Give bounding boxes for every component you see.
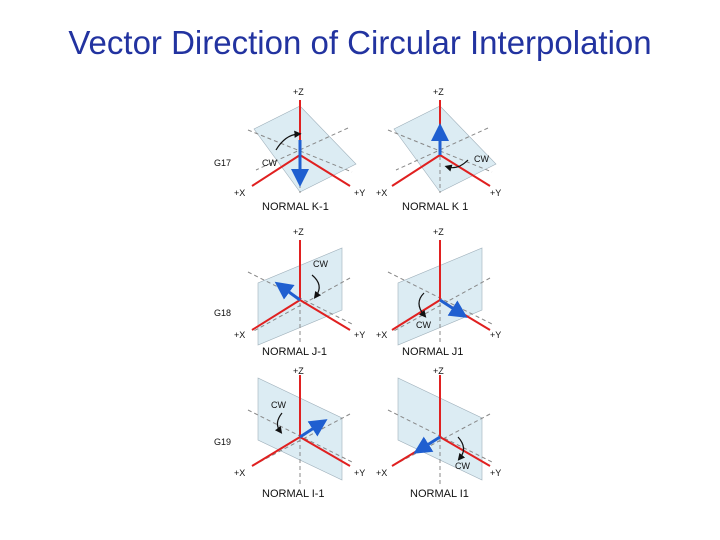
y-label: +Y [354,468,365,478]
x-label: +X [234,330,245,340]
cell-caption: NORMAL J-1 [262,346,327,358]
y-label: +Y [354,330,365,340]
y-axis [299,154,351,187]
normal-vector [413,435,441,454]
normal-vector [439,298,468,318]
cell-normal-i-plus: +Z +X +Y CW NORMAL I1 [376,366,501,500]
cw-arrow [418,292,427,318]
z-label: +Z [433,87,444,97]
x-axis [251,299,301,331]
x-label: +X [234,188,245,198]
x-axis [391,299,441,331]
cell-caption: NORMAL K-1 [262,201,329,213]
cell-normal-k-minus: +Z +X +Y CW NORMAL K-1 [234,87,365,213]
page-title: Vector Direction of Circular Interpolati… [68,24,652,61]
x-label: +X [234,468,245,478]
y-label: +Y [490,188,501,198]
x-axis [251,436,301,467]
z-label: +Z [293,87,304,97]
cell-normal-j-plus: +Z +X +Y CW NORMAL J1 [376,227,501,358]
cell-normal-k-plus: +Z +X +Y CW NORMAL K 1 [376,87,501,213]
cell-caption: NORMAL J1 [402,346,463,358]
z-label: +Z [433,227,444,237]
x-label: +X [376,330,387,340]
xy-plane [393,105,497,193]
x-axis [391,154,441,187]
cw-arrow [275,130,302,151]
svg-text:G18: G18 [214,308,231,318]
y-label: +Y [490,330,501,340]
z-label: +Z [293,227,304,237]
cw-arrow [311,274,322,299]
group-label-g19: G19 [214,437,231,447]
group-label-g18: G18 [214,308,231,318]
svg-text:G17: G17 [214,158,231,168]
normal-vector [274,281,301,302]
x-label: +X [376,188,387,198]
x-axis [251,154,301,187]
cell-normal-j-minus: +Z +X +Y CW NORMAL J-1 [234,227,365,358]
y-axis [439,436,491,467]
cw-arrow [457,436,466,461]
group-label-g17: G17 [214,158,231,168]
cell-caption: NORMAL I1 [410,488,469,500]
cw-label: CW [271,400,286,410]
y-axis [299,299,351,331]
x-label: +X [376,468,387,478]
y-label: +Y [354,188,365,198]
cw-label: CW [416,320,431,330]
cw-arrow [444,159,469,172]
cw-label: CW [262,158,277,168]
y-label: +Y [490,468,501,478]
cw-label: CW [455,461,470,471]
cw-arrow [274,412,283,434]
xy-plane [253,105,357,193]
normal-vector [299,419,328,439]
svg-text:G19: G19 [214,437,231,447]
cell-caption: NORMAL I-1 [262,488,325,500]
cw-label: CW [474,154,489,164]
y-axis [439,154,491,187]
z-label: +Z [293,366,304,376]
cell-caption: NORMAL K 1 [402,201,468,213]
y-axis [299,436,351,467]
cell-normal-i-minus: +Z +X +Y CW NORMAL I-1 [234,366,365,500]
cw-label: CW [313,259,328,269]
z-label: +Z [433,366,444,376]
